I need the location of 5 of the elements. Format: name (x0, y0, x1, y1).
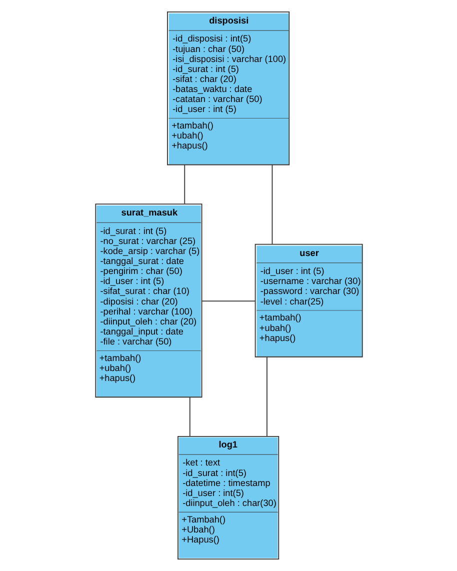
connector (271, 164, 272, 245)
connector (184, 164, 185, 204)
connector (188, 396, 190, 437)
connector (201, 300, 256, 302)
connector (266, 356, 267, 437)
